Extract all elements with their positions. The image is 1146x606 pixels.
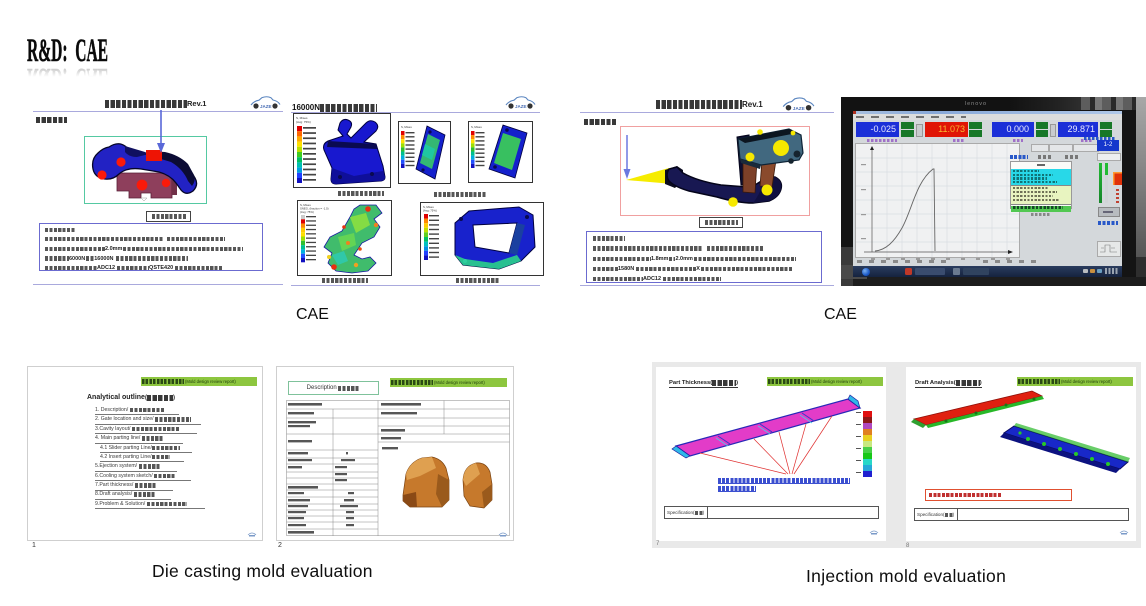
svg-text:S, Mises: S, Mises <box>401 125 412 129</box>
svg-text:S, Mises: S, Mises <box>296 116 308 120</box>
svg-text:S, Mises: S, Mises <box>471 125 482 129</box>
svg-text:(Avg: 75%): (Avg: 75%) <box>300 210 314 214</box>
svg-text:JAZE: JAZE <box>515 104 527 109</box>
svg-text:(Avg: 75%): (Avg: 75%) <box>296 120 311 124</box>
svg-text:JAZE: JAZE <box>260 104 272 109</box>
svg-text:SNEG, (fraction = -1.0): SNEG, (fraction = -1.0) <box>300 206 329 210</box>
svg-text:S, Mises: S, Mises <box>300 203 311 207</box>
svg-text:S, Mises: S, Mises <box>423 205 434 209</box>
svg-text:JAZE: JAZE <box>793 106 805 112</box>
svg-text:(Avg: 75%): (Avg: 75%) <box>423 208 437 212</box>
